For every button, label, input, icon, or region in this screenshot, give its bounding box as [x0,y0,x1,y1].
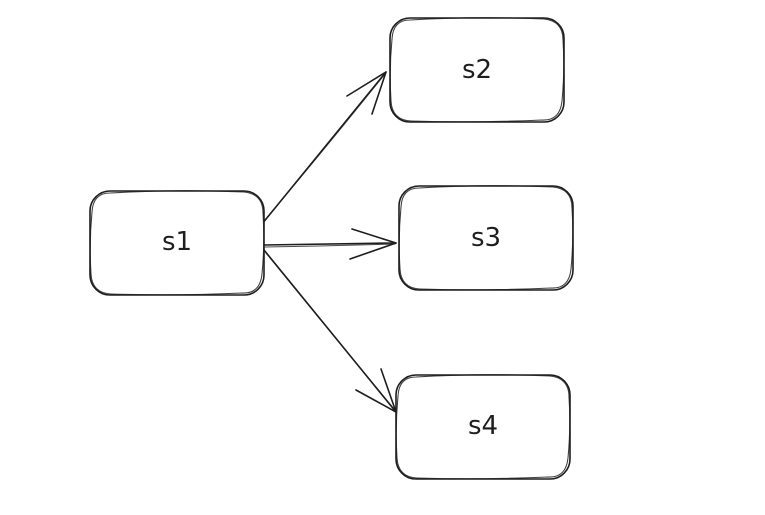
node-s2[interactable]: s2 [389,17,565,123]
node-s1[interactable]: s1 [89,190,265,296]
edge-s1-s2 [261,71,387,225]
node-label-s4: s4 [468,411,498,441]
edge-s1-s4 [263,249,397,413]
node-label-s2: s2 [462,55,492,85]
arrowhead-s2 [346,71,387,115]
node-label-s3: s3 [471,223,501,253]
arrowhead-s3 [349,228,397,260]
node-s3[interactable]: s3 [398,185,574,291]
edge-s1-s3 [263,228,397,260]
node-s4[interactable]: s4 [395,374,571,480]
node-label-s1: s1 [162,227,192,257]
